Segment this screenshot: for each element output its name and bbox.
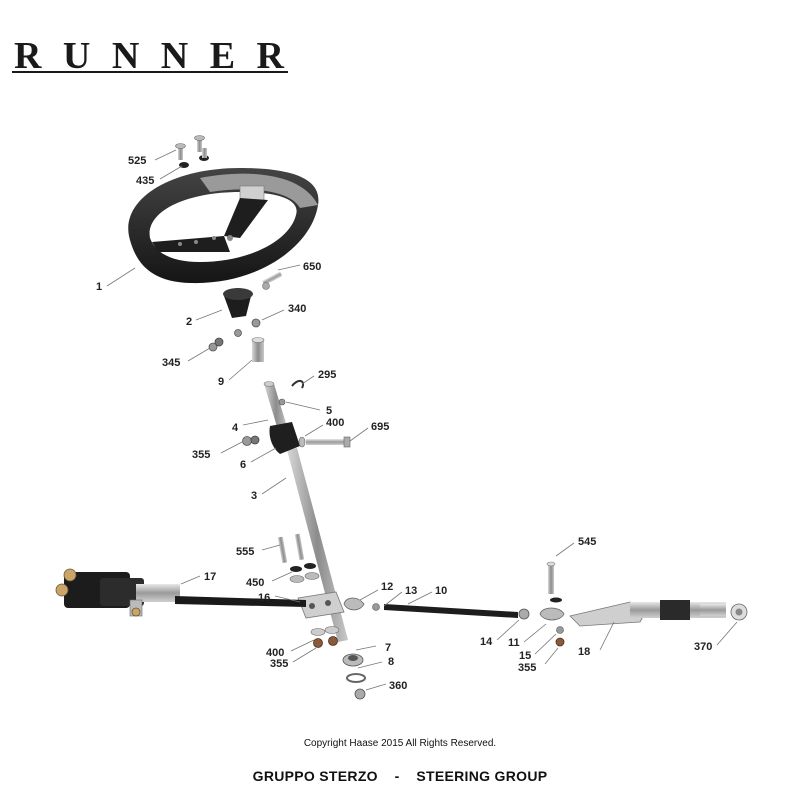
copyright-notice: Copyright Haase 2015 All Rights Reserved… <box>303 738 497 749</box>
tie-rod-end-right <box>539 561 565 647</box>
label-355-top: 355 <box>192 449 210 461</box>
leader-lines <box>106 149 738 691</box>
column-plate <box>297 591 345 619</box>
label-450: 450 <box>246 577 264 589</box>
label-400-bottom: 400 <box>266 647 284 659</box>
label-15: 15 <box>519 650 531 662</box>
clip-295 <box>291 380 304 389</box>
label-18: 18 <box>578 646 590 658</box>
label-295: 295 <box>318 369 336 381</box>
bracket-hardware <box>242 435 351 448</box>
label-2: 2 <box>186 316 192 328</box>
label-650: 650 <box>303 261 321 273</box>
label-345: 345 <box>162 357 180 369</box>
tie-rod-end-left <box>343 597 380 611</box>
label-12: 12 <box>381 581 393 593</box>
label-545: 545 <box>578 536 596 548</box>
label-11: 11 <box>508 637 520 649</box>
label-695: 695 <box>371 421 389 433</box>
label-355-right: 355 <box>518 662 536 674</box>
title-italian: GRUPPO STERZO <box>252 768 378 784</box>
label-9: 9 <box>218 376 224 388</box>
label-360: 360 <box>389 680 407 692</box>
label-1: 1 <box>96 281 102 293</box>
steering-hub <box>223 271 283 318</box>
tie-rod-nut <box>518 608 530 620</box>
spindle-nut <box>730 603 748 621</box>
steering-wheel <box>128 168 319 284</box>
column-bottom-hardware <box>310 626 366 700</box>
label-435: 435 <box>136 175 154 187</box>
label-525: 525 <box>128 155 146 167</box>
column-bracket <box>269 398 300 454</box>
label-16: 16 <box>258 592 270 604</box>
wheel-screws <box>175 135 209 168</box>
part-labels: 525 435 1 650 2 340 345 9 295 5 4 400 69… <box>96 155 712 692</box>
column-base-screws <box>277 533 320 583</box>
label-3: 3 <box>251 490 257 502</box>
label-17: 17 <box>204 571 216 583</box>
label-555: 555 <box>236 546 254 558</box>
title-english: STEERING GROUP <box>416 768 548 784</box>
label-13: 13 <box>405 585 417 597</box>
tie-rod <box>384 604 518 618</box>
label-10: 10 <box>435 585 447 597</box>
label-340: 340 <box>288 303 306 315</box>
label-8: 8 <box>388 656 394 668</box>
diagram-title: GRUPPO STERZO - STEERING GROUP <box>0 768 800 784</box>
front-spindle-assembly <box>55 568 306 617</box>
hub-nuts <box>208 318 261 352</box>
steering-arm-spindle <box>569 600 726 627</box>
label-4: 4 <box>232 422 239 434</box>
label-7: 7 <box>385 642 391 654</box>
label-400-top: 400 <box>326 417 344 429</box>
label-355-bottom: 355 <box>270 658 288 670</box>
label-370: 370 <box>694 641 712 653</box>
label-14: 14 <box>480 636 493 648</box>
spacer-sleeve <box>251 337 265 362</box>
title-separator: - <box>394 768 400 784</box>
runner-logo: RUNNER <box>12 38 288 77</box>
label-6: 6 <box>240 459 246 471</box>
label-5: 5 <box>326 405 332 417</box>
